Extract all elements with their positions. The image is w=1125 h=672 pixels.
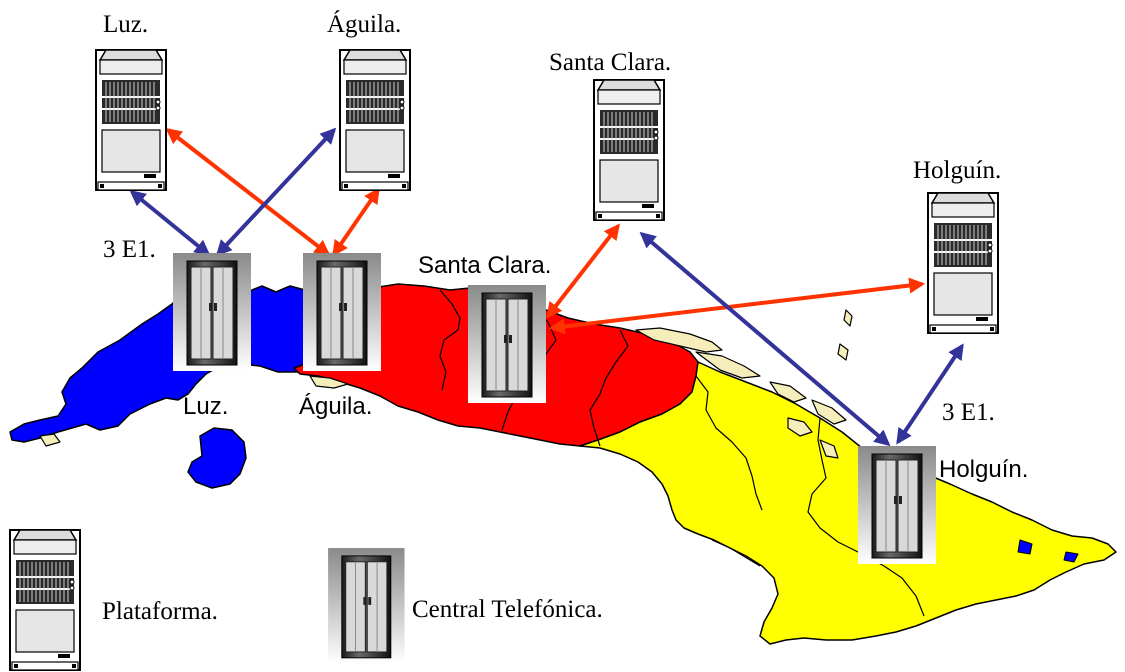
link-santa-clara-platform-holguin-exchange [639,231,891,447]
nipe-bay [1017,539,1033,555]
legend-exchange-label: Central Telefónica. [412,596,603,623]
west-trunk-label: 3 E1. [103,236,156,263]
platform-luz-label: Luz. [103,11,149,38]
legend-exchange-icon [327,547,406,665]
link-holguin-platform-holguin-exchange [896,343,964,445]
link-santa-clara-platform-exchange [546,223,620,319]
link-luz-platform-aguila-exchange [165,128,331,256]
isla-juventud [187,427,247,489]
exchange-holguin-label: Holguín. [939,456,1029,483]
province-border [807,417,925,617]
exchange-luz-label: Luz. [183,393,229,420]
link-luz-platform-luz-exchange [129,189,211,257]
cay [39,433,61,447]
legend-platform-icon [9,529,81,671]
cay [837,343,849,361]
legend-platform-label: Plataforma. [102,598,218,625]
link-aguila-platform-luz-exchange [215,127,337,257]
cay [309,375,349,389]
west-region [9,285,306,443]
link-aguila-platform-aguila-exchange [332,187,380,257]
exchange-santa-clara-icon [467,284,547,404]
platform-santa-clara-label: Santa Clara. [549,49,672,76]
exchange-aguila-label: Águila. [299,393,373,420]
link-santa-clara-exchange-holguin-platform [548,277,926,335]
cay [843,309,853,327]
exchange-luz-icon [172,252,252,372]
province-border [589,329,629,447]
platform-luz-icon [95,49,167,191]
exchange-aguila-icon [302,252,382,372]
platform-holguin-icon [927,192,999,334]
platform-holguin-label: Holguín. [913,157,1002,184]
platform-aguila-icon [339,49,411,191]
platform-aguila-label: Águila. [327,11,402,38]
province-border [439,289,461,391]
east-trunk-label: 3 E1. [942,399,995,426]
blue-links [129,127,964,447]
exchange-santa-clara-label: Santa Clara. [418,252,552,279]
bay [1063,551,1079,563]
province-border [711,539,761,567]
platform-santa-clara-icon [593,79,665,221]
exchange-holguin-icon [857,445,937,565]
